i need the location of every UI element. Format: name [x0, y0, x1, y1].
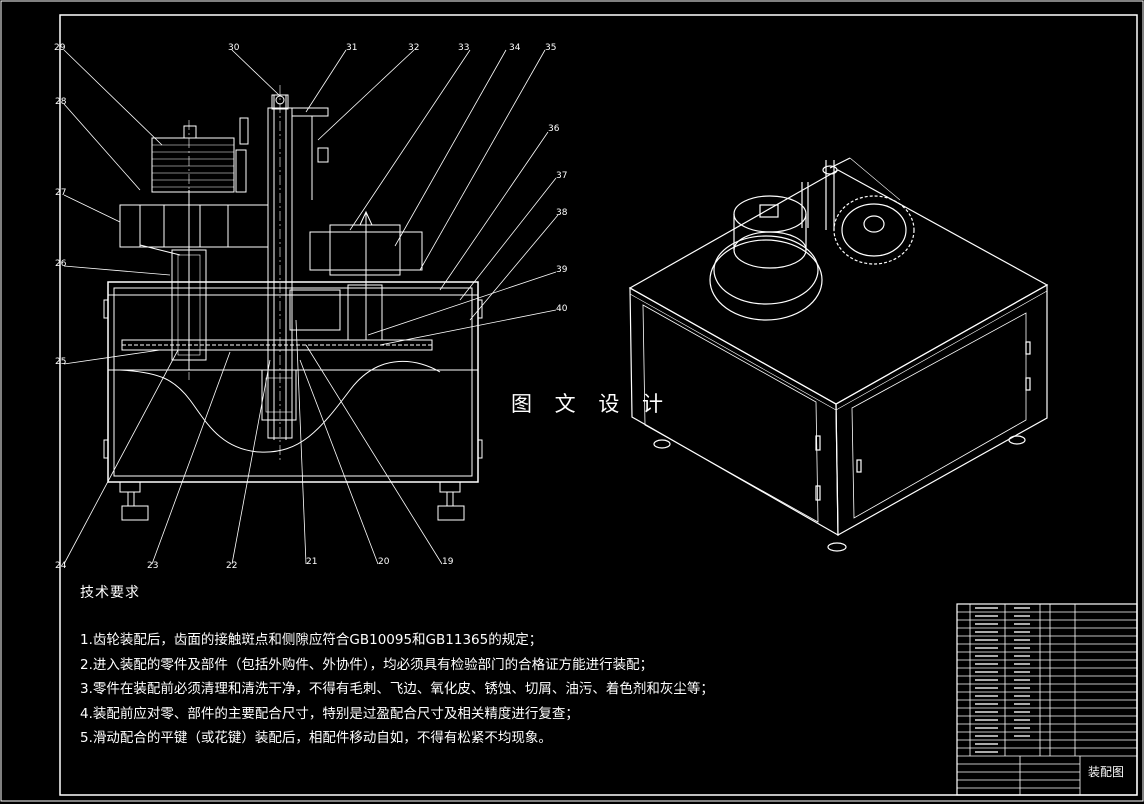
balloon-34: 34 — [509, 43, 521, 53]
requirement-item: 1.齿轮装配后，齿面的接触斑点和侧隙应符合GB10095和GB11365的规定； — [80, 632, 543, 648]
drawing-name: 装配图 — [1088, 765, 1125, 779]
balloon-37: 37 — [556, 171, 567, 181]
balloon-20: 20 — [378, 557, 390, 567]
leader-lines — [63, 49, 559, 565]
balloon-27: 27 — [55, 188, 66, 198]
front-section-view — [103, 85, 483, 521]
balloon-23: 23 — [147, 561, 158, 571]
balloon-26: 26 — [55, 259, 67, 269]
balloon-39: 39 — [556, 265, 568, 275]
requirement-item: 3.零件在装配前必须清理和清洗干净，不得有毛刺、飞边、氧化皮、锈蚀、切屑、油污、… — [80, 681, 714, 697]
balloon-22: 22 — [226, 561, 237, 571]
balloon-25: 25 — [55, 357, 66, 367]
balloon-24: 24 — [55, 561, 67, 571]
balloon-19: 19 — [442, 557, 454, 567]
requirement-item: 4.装配前应对零、部件的主要配合尺寸，特别是过盈配合尺寸及相关精度进行复查； — [80, 705, 579, 722]
drawing-frame — [59, 14, 1138, 796]
balloon-29: 29 — [54, 43, 66, 53]
balloon-31: 31 — [346, 43, 357, 53]
part-balloons: 29 30 31 32 33 34 35 36 37 38 39 40 28 2… — [54, 43, 568, 571]
technical-requirements-list: 1.齿轮装配后，齿面的接触斑点和侧隙应符合GB10095和GB11365的规定；… — [80, 628, 714, 751]
balloon-33: 33 — [458, 43, 469, 53]
balloon-38: 38 — [556, 208, 568, 218]
balloon-21: 21 — [306, 557, 317, 567]
isometric-view — [628, 157, 1049, 552]
requirement-item: 2.进入装配的零件及部件（包括外购件、外协件），均必须具有检验部门的合格证方能进… — [80, 656, 654, 673]
title-block — [956, 603, 1138, 796]
requirement-item: 5.滑动配合的平键（或花键）装配后，相配件移动自如，不得有松紧不均现象。 — [80, 730, 552, 746]
balloon-30: 30 — [228, 43, 240, 53]
balloon-36: 36 — [548, 124, 560, 134]
watermark: 图 文 设 计 — [511, 392, 672, 416]
balloon-35: 35 — [545, 43, 556, 53]
balloon-32: 32 — [408, 43, 419, 53]
balloon-28: 28 — [55, 97, 67, 107]
technical-requirements-title: 技术要求 — [80, 585, 140, 601]
balloon-40: 40 — [556, 304, 568, 314]
